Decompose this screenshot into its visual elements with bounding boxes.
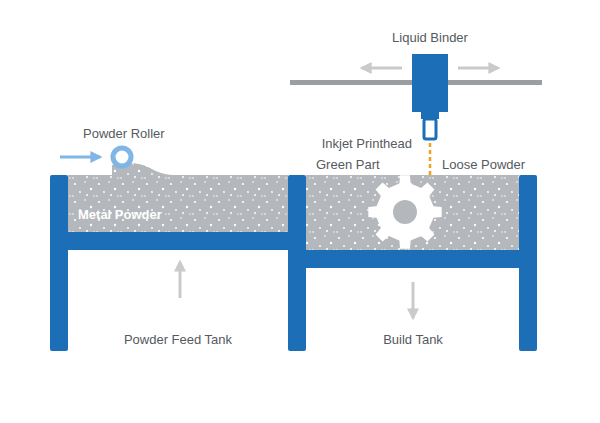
inkjet-printhead-label: Inkjet Printhead <box>322 137 412 151</box>
motion-arrow-left <box>362 67 402 70</box>
gear-hole <box>393 200 417 224</box>
roller-direction-arrow <box>60 156 100 159</box>
metal-powder-label: Metal Powder <box>78 208 162 222</box>
green-part-gear <box>368 175 441 248</box>
liquid-binder-label: Liquid Binder <box>392 31 468 45</box>
build-tank-label: Build Tank <box>383 333 443 347</box>
feed-piston-up-arrow <box>179 262 182 298</box>
powder-roller-label: Powder Roller <box>83 127 165 141</box>
binder-droplets <box>429 143 432 175</box>
loose-powder <box>306 175 519 250</box>
motion-arrow-right <box>458 67 498 70</box>
metal-powder <box>68 175 288 232</box>
feed-tank-label: Powder Feed Tank <box>124 333 232 347</box>
powder-roller <box>113 148 131 166</box>
binder-reservoir <box>412 54 448 112</box>
build-piston-down-arrow <box>412 282 415 318</box>
inkjet-printhead <box>424 119 436 139</box>
loose-powder-label: Loose Powder <box>442 158 525 172</box>
green-part-label: Green Part <box>316 158 380 172</box>
tank-frame <box>50 175 537 351</box>
